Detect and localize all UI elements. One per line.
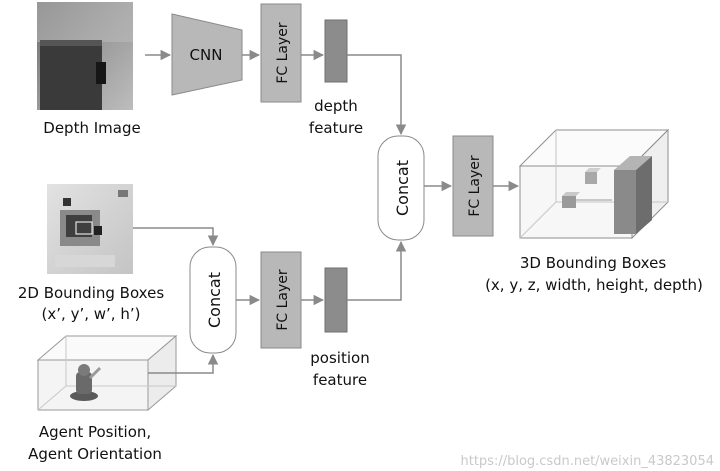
cnn-label: CNN	[190, 46, 223, 64]
agent-label-line2: Agent Orientation	[28, 445, 162, 463]
fc-layer-position: FC Layer	[260, 251, 302, 349]
connectors	[133, 49, 520, 374]
depth-image-label: Depth Image	[43, 119, 141, 137]
fc-layer-depth-label: FC Layer	[275, 22, 291, 84]
bbox2d-thumbnail	[47, 184, 133, 274]
depth-feature-label-line1: depth	[314, 97, 358, 115]
position-feature-label-line2: feature	[312, 371, 368, 389]
depth-image-thumbnail	[37, 2, 133, 110]
concat-block-middle: Concat	[377, 135, 425, 241]
bbox2d-label: 2D Bounding Boxes	[17, 284, 165, 302]
agent-label-line1: Agent Position,	[38, 423, 152, 441]
concat-middle-label: Concat	[393, 160, 412, 216]
fc-layer-output-label: FC Layer	[467, 155, 483, 217]
bbox3d-coords: (x, y, z, width, height, depth)	[485, 276, 703, 294]
fc-layer-position-label: FC Layer	[275, 269, 291, 331]
cnn-block: CNN	[171, 13, 243, 96]
concat-bottom-label: Concat	[205, 272, 224, 328]
position-feature-label-line1: position	[310, 349, 370, 367]
watermark: https://blog.csdn.net/weixin_43823054	[460, 454, 714, 469]
bbox3d-cube	[518, 128, 670, 240]
fc-layer-output: FC Layer	[452, 135, 494, 237]
depth-feature-bar	[324, 19, 348, 83]
bbox2d-coords-label: (x’, y’, w’, h’)	[41, 305, 141, 323]
position-feature-bar	[324, 267, 348, 333]
bbox3d-title: 3D Bounding Boxes	[519, 254, 667, 272]
concat-block-bottom: Concat	[189, 246, 237, 354]
fc-layer-depth: FC Layer	[260, 3, 302, 103]
depth-feature-label-line2: feature	[308, 119, 364, 137]
